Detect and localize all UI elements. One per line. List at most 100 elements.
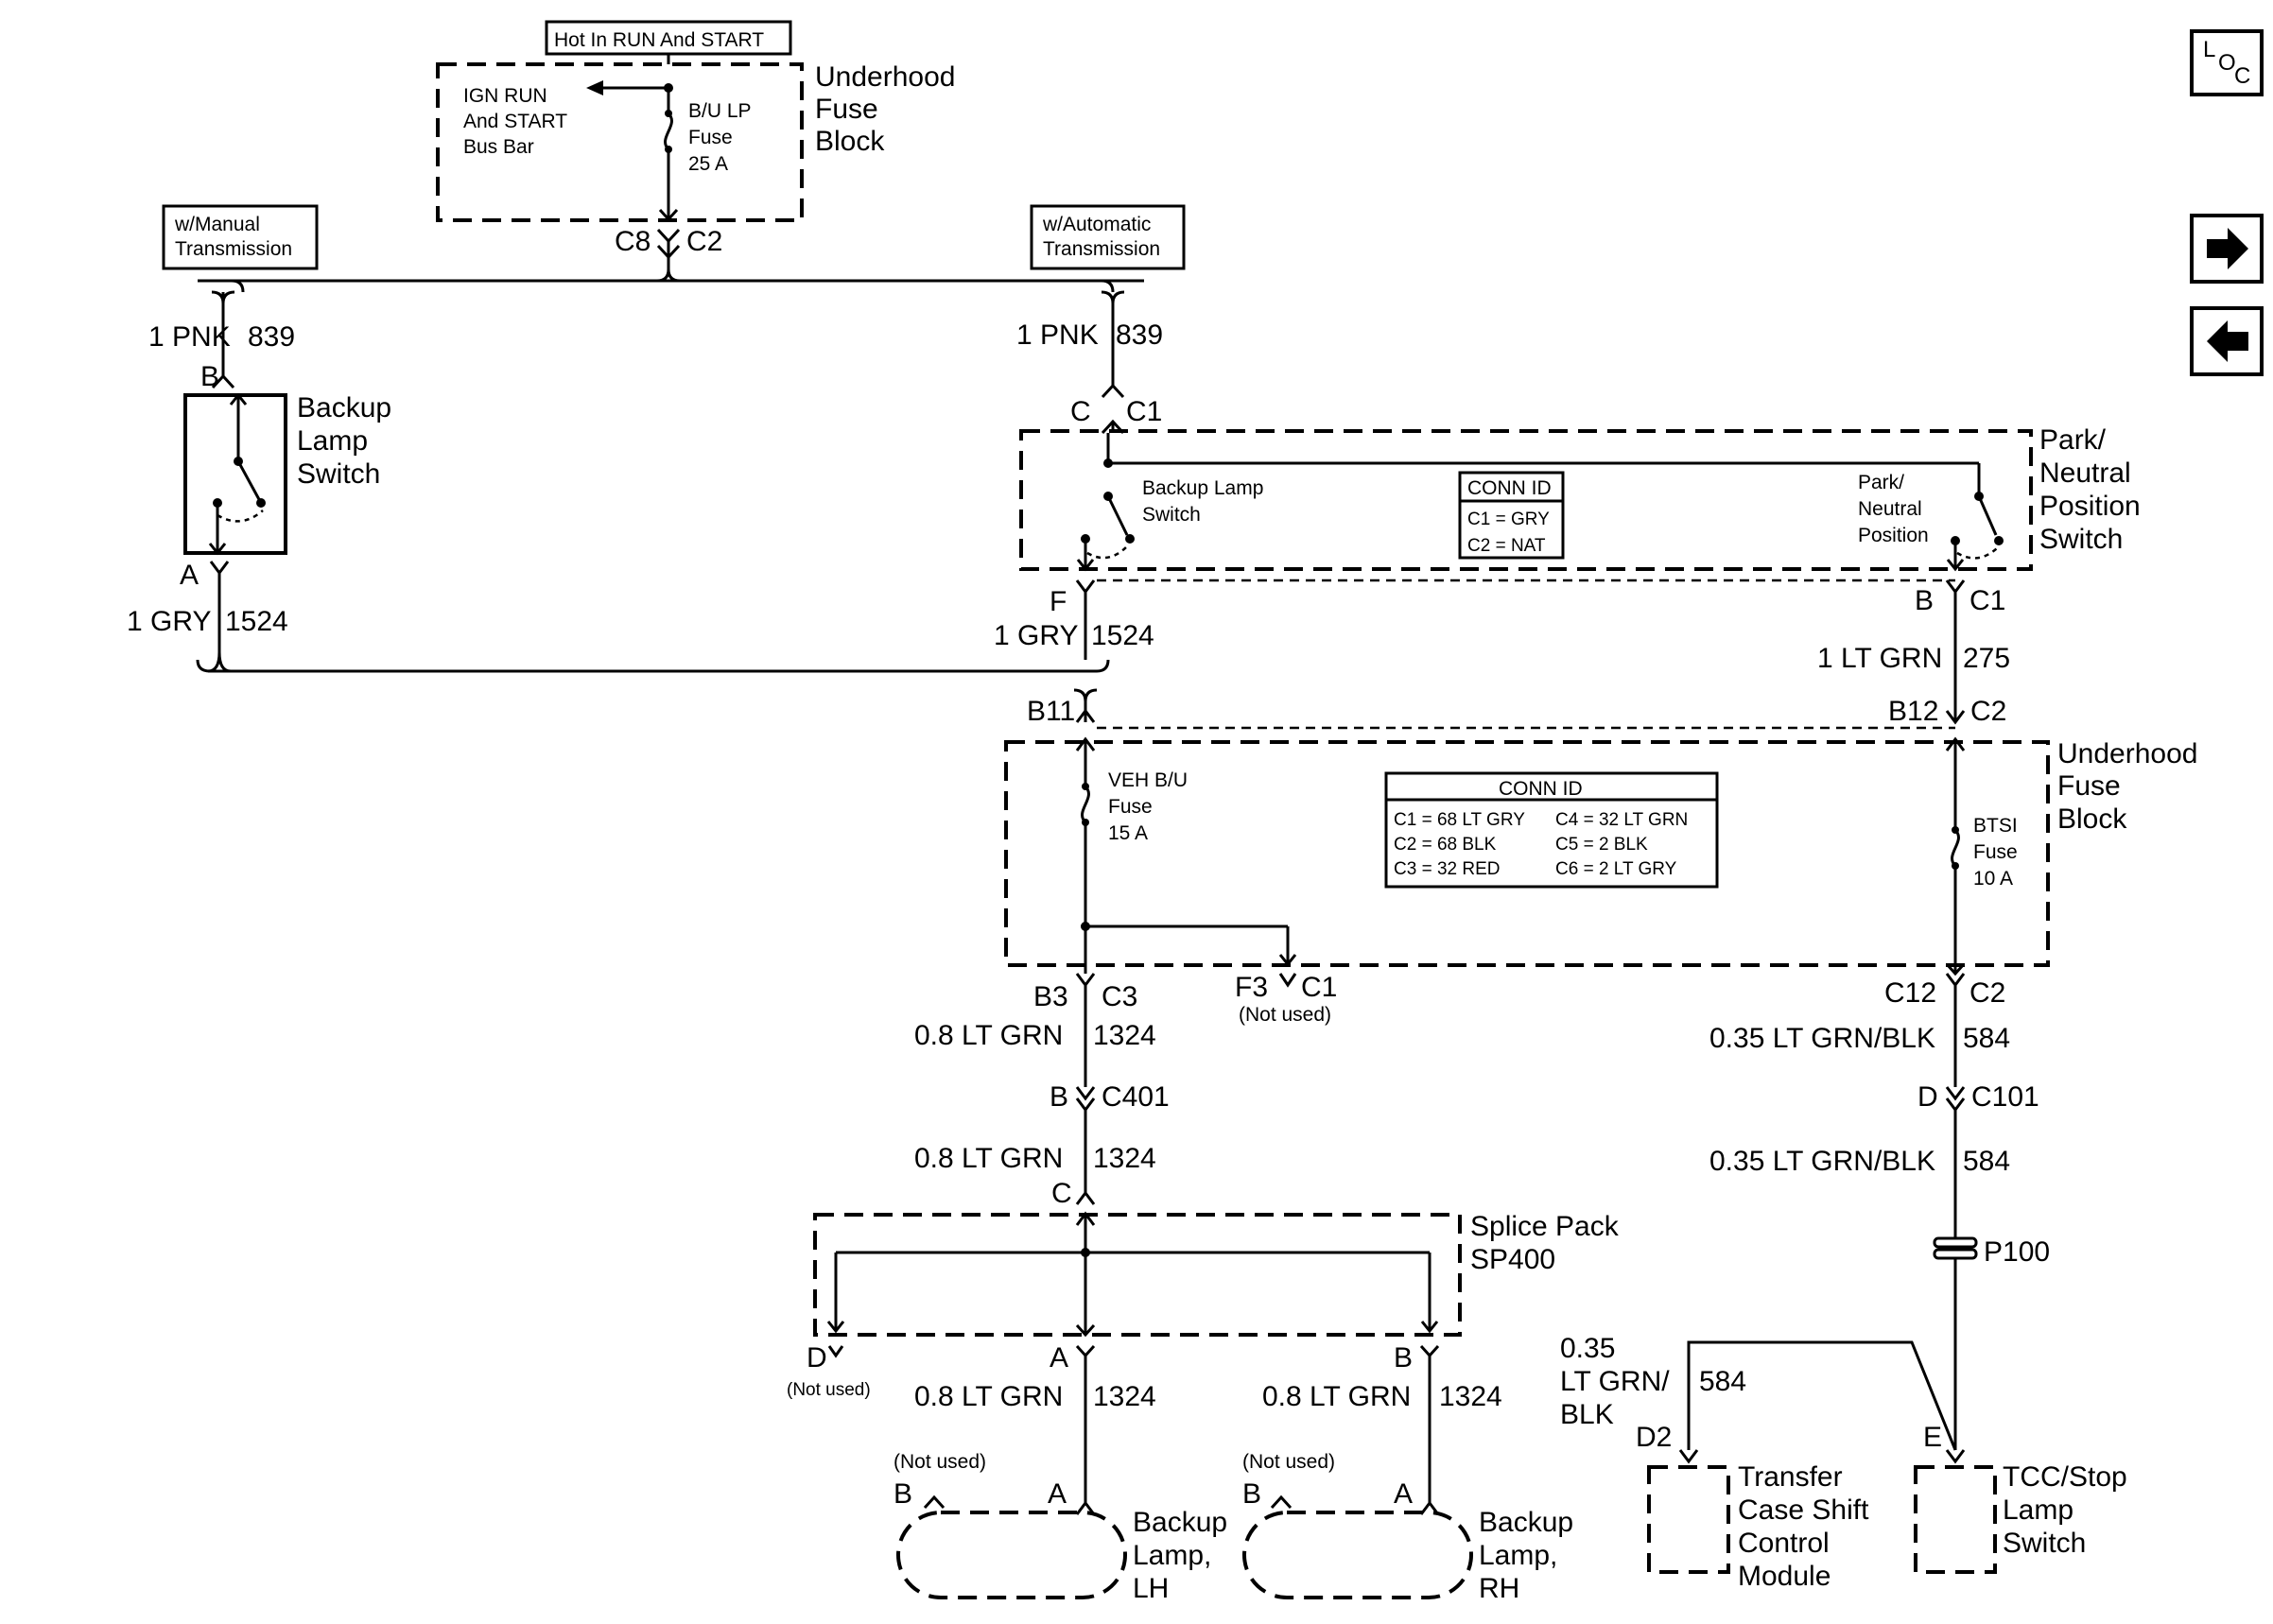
backup-lamp-switch-manual (183, 393, 287, 555)
fuse-symbol (664, 112, 673, 151)
svg-text:RH: RH (1479, 1573, 1519, 1604)
svg-text:C: C (1051, 1178, 1072, 1209)
svg-text:584: 584 (1963, 1146, 2010, 1177)
svg-text:C12: C12 (1884, 977, 1936, 1009)
svg-text:VEH B/U: VEH B/U (1108, 769, 1188, 791)
svg-text:D: D (1917, 1081, 1938, 1113)
pnp-conn-id-table: CONN ID C1 = GRY C2 = NAT (1458, 471, 1565, 560)
svg-text:Neutral: Neutral (1858, 498, 1922, 520)
backup-lamp-rh-label: Backup (1479, 1507, 1573, 1538)
svg-text:Position: Position (1858, 525, 1929, 546)
arrow-right-icon[interactable] (2190, 214, 2264, 284)
svg-text:1 GRY: 1 GRY (994, 620, 1079, 651)
svg-text:B3: B3 (1033, 981, 1068, 1012)
svg-text:Control: Control (1738, 1528, 1830, 1559)
svg-text:Lamp,: Lamp, (1133, 1540, 1211, 1571)
svg-text:0.8 LT GRN: 0.8 LT GRN (914, 1381, 1063, 1412)
svg-text:275: 275 (1963, 643, 2010, 674)
tcc-stop-lamp-switch (1914, 1465, 1997, 1574)
svg-text:C1 = GRY: C1 = GRY (1467, 510, 1550, 529)
svg-text:Lamp,: Lamp, (1479, 1540, 1557, 1571)
svg-text:Fuse: Fuse (2057, 770, 2121, 802)
svg-text:C1 = 68 LT GRY: C1 = 68 LT GRY (1394, 810, 1525, 830)
svg-text:Fuse: Fuse (688, 127, 733, 148)
arrow-left-icon[interactable] (2190, 306, 2264, 376)
svg-text:Hot In RUN And START: Hot In RUN And START (554, 29, 764, 51)
underhood-fuse-block-top-label: Underhood (815, 61, 955, 93)
backup-lamp-switch-auto-label: Backup Lamp (1142, 477, 1263, 499)
svg-text:P100: P100 (1984, 1236, 2050, 1268)
tcc-stop-lamp-switch-label: TCC/Stop (2003, 1461, 2127, 1493)
svg-text:C: C (1070, 396, 1091, 427)
fuse-block-conn-id-table: CONN ID C1 = 68 LT GRY C2 = 68 BLK C3 = … (1384, 771, 1719, 889)
tcsm-label: Transfer (1738, 1461, 1843, 1493)
backup-lamp-switch-manual-label: Backup (297, 392, 391, 423)
svg-text:C2 = 68 BLK: C2 = 68 BLK (1394, 835, 1497, 855)
svg-text:C3 = 32 RED: C3 = 32 RED (1394, 859, 1500, 879)
f3-not-used-note: (Not used) (1239, 1004, 1331, 1026)
svg-text:C1: C1 (1969, 585, 2005, 616)
svg-text:BLK: BLK (1560, 1399, 1614, 1430)
svg-text:And START: And START (463, 111, 567, 132)
loc-icon[interactable]: L O C (2190, 29, 2264, 96)
svg-text:A: A (1394, 1478, 1413, 1510)
splice-pack-label: Splice Pack (1470, 1211, 1620, 1242)
svg-text:C2: C2 (1970, 696, 2006, 727)
svg-text:0.8 LT GRN: 0.8 LT GRN (914, 1143, 1063, 1174)
p100-splice (1933, 1236, 1978, 1260)
svg-text:C1: C1 (1301, 972, 1337, 1003)
svg-text:B/U LP: B/U LP (688, 100, 752, 122)
backup-lamp-rh (1242, 1511, 1473, 1599)
svg-text:B: B (1915, 585, 1934, 616)
svg-text:Fuse: Fuse (1973, 841, 2018, 863)
backup-lamp-lh (896, 1511, 1127, 1599)
svg-text:A: A (1048, 1478, 1067, 1510)
svg-text:25 A: 25 A (688, 153, 728, 175)
underhood-fuse-block-mid-label: Underhood (2057, 738, 2197, 769)
svg-text:w/Automatic: w/Automatic (1042, 214, 1151, 235)
svg-text:C1: C1 (1126, 396, 1162, 427)
svg-text:F: F (1050, 586, 1067, 617)
svg-text:Position: Position (2039, 491, 2141, 522)
svg-text:O: O (2218, 50, 2236, 76)
svg-text:1524: 1524 (1091, 620, 1154, 651)
svg-text:BTSI: BTSI (1973, 815, 2018, 837)
svg-text:B: B (894, 1478, 912, 1510)
svg-text:C8: C8 (615, 226, 651, 257)
automatic-transmission-tag (1030, 204, 1186, 270)
svg-text:10 A: 10 A (1973, 868, 2013, 890)
splice-pack-sp400 (813, 1213, 1462, 1337)
svg-text:C401: C401 (1102, 1081, 1170, 1113)
svg-text:584: 584 (1963, 1023, 2010, 1054)
svg-text:SP400: SP400 (1470, 1244, 1555, 1275)
svg-text:D: D (807, 1342, 827, 1373)
svg-text:Neutral: Neutral (2039, 458, 2131, 489)
svg-text:B: B (1050, 1081, 1068, 1113)
svg-text:B11: B11 (1027, 696, 1075, 727)
svg-text:Module: Module (1738, 1561, 1831, 1592)
svg-text:1324: 1324 (1093, 1143, 1156, 1174)
transfer-case-shift-control-module (1647, 1465, 1730, 1574)
park-neutral-position-switch (1019, 429, 2033, 571)
svg-text:Case Shift: Case Shift (1738, 1494, 1869, 1526)
svg-text:B: B (1242, 1478, 1261, 1510)
svg-text:B: B (200, 361, 219, 392)
svg-text:0.35 LT GRN/BLK: 0.35 LT GRN/BLK (1709, 1146, 1935, 1177)
backup-lamp-lh-label: Backup (1133, 1507, 1227, 1538)
svg-text:E: E (1923, 1422, 1942, 1453)
svg-text:CONN ID: CONN ID (1467, 477, 1552, 499)
underhood-fuse-block-mid (1004, 740, 2050, 967)
svg-text:Switch: Switch (297, 458, 380, 490)
svg-text:F3: F3 (1235, 972, 1268, 1003)
svg-text:1 PNK: 1 PNK (148, 321, 231, 353)
svg-text:C2: C2 (1969, 977, 2005, 1009)
svg-text:Park/: Park/ (1858, 472, 1904, 493)
svg-text:584: 584 (1699, 1366, 1746, 1397)
svg-text:Block: Block (2057, 803, 2127, 835)
svg-text:C101: C101 (1971, 1081, 2039, 1113)
svg-text:B: B (1394, 1342, 1413, 1373)
svg-text:C2: C2 (686, 226, 722, 257)
svg-text:w/Manual: w/Manual (174, 214, 260, 235)
svg-text:Switch: Switch (2003, 1528, 2086, 1559)
